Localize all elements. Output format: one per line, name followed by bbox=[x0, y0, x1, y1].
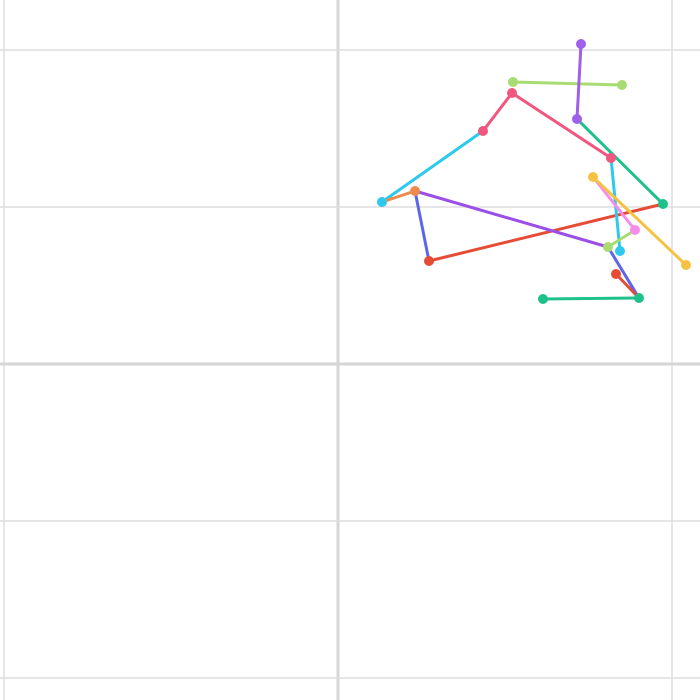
node-b bbox=[617, 80, 627, 90]
segment-orange-short bbox=[380, 189, 417, 204]
edges-layer bbox=[380, 42, 688, 301]
node-j bbox=[424, 256, 434, 266]
segment-lime-bottom bbox=[606, 228, 637, 249]
node-q bbox=[634, 293, 644, 303]
node-i bbox=[658, 199, 668, 209]
node-k bbox=[410, 186, 420, 196]
node-d bbox=[572, 114, 582, 124]
segment-blue-right bbox=[606, 245, 641, 300]
node-l bbox=[603, 242, 613, 252]
node-m bbox=[615, 246, 625, 256]
node-s bbox=[538, 294, 548, 304]
node-o bbox=[630, 225, 640, 235]
segment-lime-top bbox=[511, 80, 624, 87]
node-n bbox=[588, 172, 598, 182]
segment-purple-top bbox=[575, 42, 583, 121]
node-g bbox=[606, 153, 616, 163]
segment-purple-long bbox=[413, 189, 610, 249]
segment-yellow-right bbox=[591, 175, 688, 267]
segment-red-long bbox=[427, 202, 665, 263]
segment-blue-left bbox=[413, 189, 431, 263]
segment-teal-right bbox=[575, 117, 665, 206]
segment-teal-bottom bbox=[541, 296, 641, 301]
segment-red-short bbox=[614, 272, 641, 300]
node-r bbox=[611, 269, 621, 279]
node-c bbox=[576, 39, 586, 49]
nodes-layer bbox=[377, 39, 691, 304]
segment-pink-upper bbox=[481, 91, 514, 133]
segment-pink-light bbox=[591, 175, 637, 232]
segment-cyan-upper bbox=[380, 129, 485, 204]
node-e bbox=[478, 126, 488, 136]
node-a bbox=[508, 77, 518, 87]
segment-pink-upper-2 bbox=[510, 91, 613, 160]
node-f bbox=[507, 88, 517, 98]
node-h bbox=[377, 197, 387, 207]
node-p bbox=[681, 260, 691, 270]
